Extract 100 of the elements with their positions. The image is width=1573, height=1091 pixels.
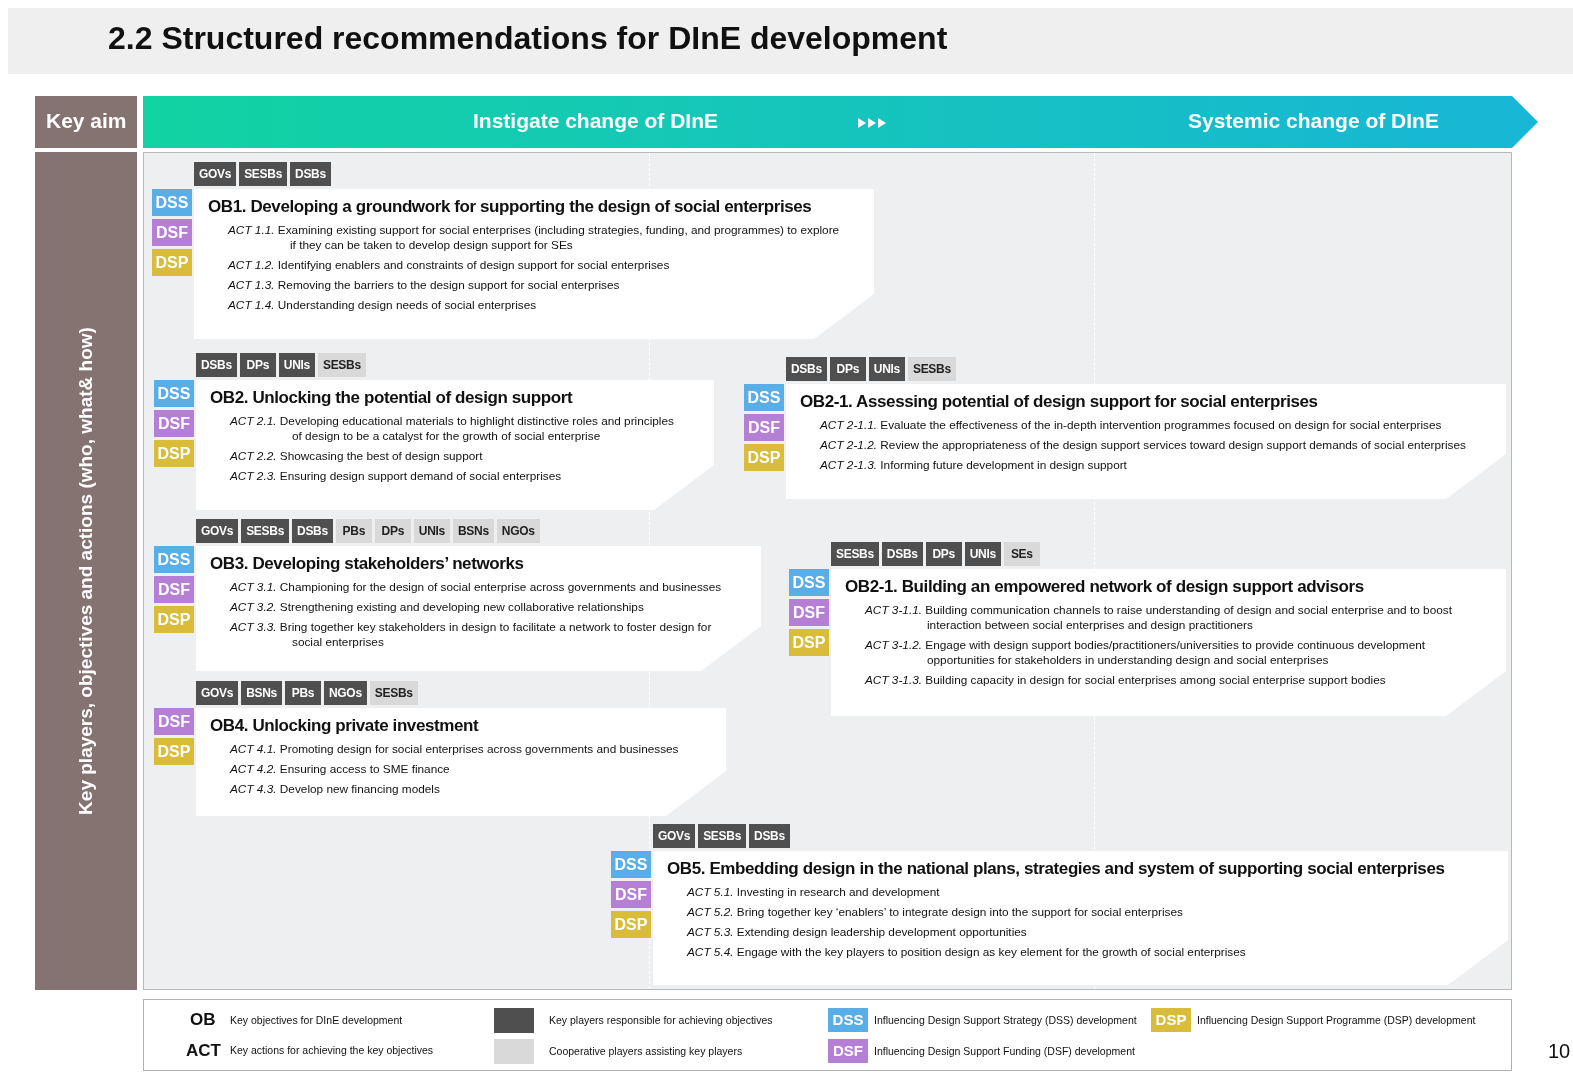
content-panel bbox=[143, 152, 1512, 990]
objective-heading: OB2-1. Building an empowered network of design support advisors bbox=[845, 577, 1365, 597]
player-tag: DSBs bbox=[290, 162, 331, 186]
player-tag: SESBs bbox=[831, 542, 879, 566]
player-tag: UNIs bbox=[413, 519, 450, 543]
action-item: ACT 4.1. Promoting design for social enterprises across governments and businesses bbox=[230, 742, 680, 757]
influence-tag: DSF bbox=[152, 219, 192, 246]
action-item: ACT 1.3. Removing the barriers to the design support for social enterprises bbox=[228, 278, 621, 293]
swatch-text: DSS bbox=[831, 1011, 865, 1028]
legend-text: Influencing Design Support Strategy (DSS) development bbox=[874, 1014, 1137, 1026]
player-tag: UNIs bbox=[868, 357, 905, 381]
aim-text: Systemic change of DInE bbox=[1188, 109, 1439, 133]
side-text: Key players, objectives and actions (who, what& how) bbox=[75, 327, 97, 815]
player-tag: SESBs bbox=[239, 162, 287, 186]
objective-heading: OB2. Unlocking the potential of design support bbox=[210, 388, 574, 408]
action-item: ACT 2.2. Showcasing the best of design support bbox=[230, 449, 484, 464]
influence-tag: DSP bbox=[154, 440, 194, 467]
player-tag: DPs bbox=[829, 357, 866, 381]
page-number: 10 bbox=[1548, 1040, 1571, 1063]
player-tag: GOVs bbox=[196, 519, 239, 543]
influence-tag: DSF bbox=[154, 576, 194, 603]
influence-tag: DSP bbox=[789, 629, 829, 656]
player-tag: DSBs bbox=[749, 824, 790, 848]
player-tag: DSBs bbox=[786, 357, 827, 381]
player-tag: UNIs bbox=[964, 542, 1001, 566]
influence-tag: DSS bbox=[611, 851, 651, 878]
header-text: Key aim bbox=[46, 109, 127, 133]
player-tag: DSBs bbox=[292, 519, 333, 543]
action-item: ACT 2-1.3. Informing future development in design support bbox=[820, 458, 1128, 473]
action-item: ACT 2-1.2. Review the appropriateness of the design support services toward design support demands of social enterprises bbox=[820, 438, 1467, 453]
player-tag: GOVs bbox=[194, 162, 237, 186]
legend-text: Key objectives for DInE development bbox=[230, 1014, 403, 1026]
legend-text: Influencing Design Support Programme (DSP) development bbox=[1197, 1014, 1476, 1026]
player-tag: DSBs bbox=[196, 353, 237, 377]
action-item: ACT 5.1. Investing in research and development bbox=[687, 885, 941, 900]
influence-tag: DSS bbox=[744, 384, 784, 411]
influence-tag: DSF bbox=[154, 410, 194, 437]
influence-tag: DSF bbox=[611, 881, 651, 908]
player-tag: PBs bbox=[284, 681, 321, 705]
player-tag: SESBs bbox=[907, 357, 956, 381]
player-tag: SESBs bbox=[241, 519, 289, 543]
action-item: ACT 5.3. Extending design leadership development opportunities bbox=[687, 925, 1028, 940]
legend-term: ACT bbox=[186, 1041, 221, 1061]
player-tag: DPs bbox=[374, 519, 411, 543]
player-tag: DPs bbox=[925, 542, 962, 566]
player-tag: GOVs bbox=[653, 824, 696, 848]
swatch-text: DSP bbox=[1154, 1011, 1188, 1028]
player-tag: BSNs bbox=[241, 681, 282, 705]
action-item: ACT 2.1. Developing educational materials to highlight distinctive roles and principles of design to be a catalyst for the growth of social enterprise bbox=[230, 414, 675, 444]
action-item: ACT 3-1.3. Building capacity in design for social enterprises among social enterprise support bodies bbox=[865, 673, 1387, 688]
objective-heading: OB2-1. Assessing potential of design support for social enterprises bbox=[800, 392, 1319, 412]
influence-tag: DSP bbox=[152, 249, 192, 276]
action-item: ACT 3-1.2. Engage with design support bodies/practitioners/universities to provide continuous development opportunities for stakeholders in understanding design and social enterprises bbox=[865, 638, 1427, 668]
player-tag: SESBs bbox=[698, 824, 746, 848]
legend-text: Cooperative players assisting key players bbox=[549, 1045, 743, 1057]
influence-tag: DSF bbox=[789, 599, 829, 626]
legend-term: OB bbox=[190, 1010, 216, 1030]
side-band bbox=[35, 152, 137, 990]
player-tag: DSBs bbox=[881, 542, 923, 566]
objective-heading: OB3. Developing stakeholders’ networks bbox=[210, 554, 525, 574]
influence-tag: DSP bbox=[611, 911, 651, 938]
action-item: ACT 3.1. Championing for the design of social enterprise across governments and businesses bbox=[230, 580, 723, 595]
player-tag: SESBs bbox=[369, 681, 418, 705]
player-tag: NGOs bbox=[496, 519, 540, 543]
influence-tag: DSP bbox=[154, 606, 194, 633]
influence-tag: DSF bbox=[154, 708, 194, 735]
influence-tag: DSS bbox=[154, 380, 194, 407]
action-item: ACT 1.2. Identifying enablers and constraints of design support for social enterprises bbox=[228, 258, 671, 273]
action-item: ACT 1.4. Understanding design needs of social enterprises bbox=[228, 298, 538, 313]
player-tag: NGOs bbox=[323, 681, 367, 705]
player-tag: GOVs bbox=[196, 681, 239, 705]
legend-text: Influencing Design Support Funding (DSF) development bbox=[874, 1045, 1135, 1057]
player-tag: SESBs bbox=[317, 353, 366, 377]
player-tag: SEs bbox=[1003, 542, 1040, 566]
action-item: ACT 4.2. Ensuring access to SME finance bbox=[230, 762, 451, 777]
legend-text: Key actions for achieving the key objectives bbox=[230, 1044, 434, 1056]
objective-heading: OB1. Developing a groundwork for supporting the design of social enterprises bbox=[208, 197, 813, 217]
influence-tag: DSP bbox=[154, 738, 194, 765]
player-tag: PBs bbox=[335, 519, 372, 543]
influence-tag: DSF bbox=[744, 414, 784, 441]
player-tag: DPs bbox=[239, 353, 276, 377]
action-item: ACT 3.3. Bring together key stakeholders in design to facilitate a network to foster design for social enterprises bbox=[230, 620, 713, 650]
header-box bbox=[35, 96, 137, 148]
action-item: ACT 1.1. Examining existing support for social enterprises (including strategies, funding, and programmes) to explore if they can be taken to develop design support for SEs bbox=[228, 223, 841, 253]
aim-text: Instigate change of DInE bbox=[473, 109, 719, 133]
influence-tag: DSS bbox=[154, 546, 194, 573]
influence-tag: DSP bbox=[744, 444, 784, 471]
swatch-text: DSF bbox=[832, 1042, 864, 1059]
objective-heading: OB4. Unlocking private investment bbox=[210, 716, 480, 736]
action-item: ACT 2-1.1. Evaluate the effectiveness of the in-depth intervention programmes focused on design for social enterprises bbox=[820, 418, 1443, 433]
player-tag: BSNs bbox=[452, 519, 494, 543]
page-title: 2.2 Structured recommendations for DInE development bbox=[108, 20, 948, 57]
action-item: ACT 4.3. Develop new financing models bbox=[230, 782, 441, 797]
action-item: ACT 3.2. Strengthening existing and developing new collaborative relationships bbox=[230, 600, 645, 615]
player-tag: UNIs bbox=[278, 353, 315, 377]
action-item: ACT 5.4. Engage with the key players to position design as key element for the growth of social enterprises bbox=[687, 945, 1247, 960]
objective-heading: OB5. Embedding design in the national plans, strategies and system of supporting social enterprises bbox=[667, 859, 1446, 879]
action-item: ACT 2.3. Ensuring design support demand of social enterprises bbox=[230, 469, 563, 484]
action-item: ACT 3-1.1. Building communication channels to raise understanding of design and social enterprise and to boost interaction between social enterprises and design practitioners bbox=[865, 603, 1453, 633]
legend-text: Key players responsible for achieving objectives bbox=[549, 1014, 773, 1026]
